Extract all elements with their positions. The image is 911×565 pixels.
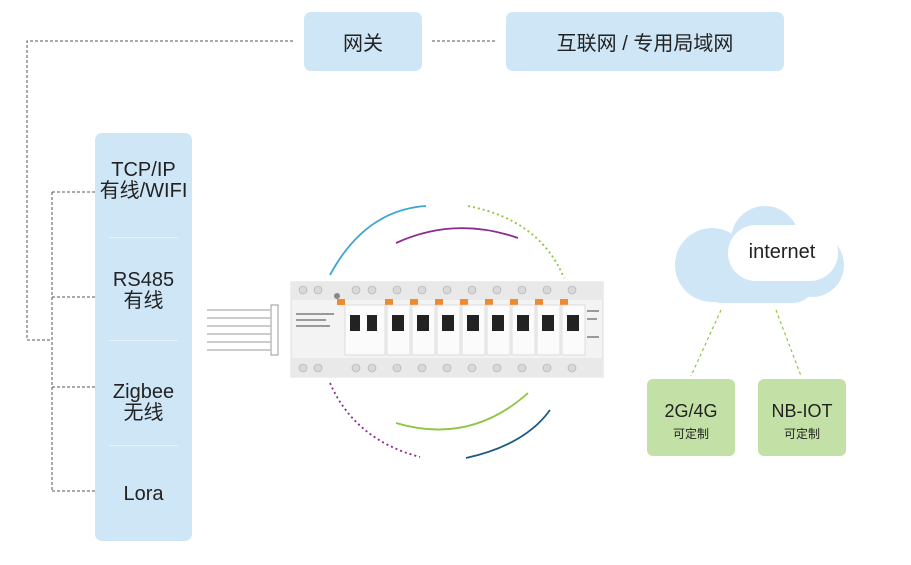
- protocol-divider: [109, 445, 178, 446]
- cellular-main-label: 2G/4G: [664, 401, 718, 421]
- protocol-item-lora: Lora: [95, 483, 192, 505]
- cloud-label: internet: [748, 241, 816, 263]
- cellular-box: 2G/4G 可定制: [647, 379, 735, 456]
- cellular-sub-label: 可定制: [672, 427, 709, 441]
- protocol-panel: TCP/IP 有线/WIFI RS485 有线 Zigbee 无线 Lora: [95, 133, 192, 541]
- protocol-main-label: RS485: [112, 269, 175, 291]
- protocol-item-rs485: RS485 有线: [95, 269, 192, 312]
- nbiot-box: NB-IOT 可定制: [758, 379, 846, 456]
- nbiot-sub-label: 可定制: [783, 427, 820, 441]
- protocol-main-label: Zigbee: [112, 381, 175, 403]
- gateway-box: 网关: [304, 12, 422, 71]
- protocol-main-label: Lora: [123, 483, 164, 505]
- gateway-label: 网关: [343, 33, 383, 55]
- gateway-connector-lines: [26, 40, 496, 492]
- device-connector-pins: [207, 304, 279, 356]
- protocol-sub-label: 无线: [123, 402, 164, 424]
- signal-arcs: [329, 205, 565, 459]
- protocol-item-zigbee: Zigbee 无线: [95, 381, 192, 424]
- cloud-inner-label-bg: [728, 225, 838, 281]
- network-box: 互联网 / 专用局域网: [506, 12, 784, 71]
- protocol-main-label: TCP/IP: [111, 159, 176, 181]
- cloud-links: [690, 309, 802, 377]
- protocol-divider: [109, 340, 178, 341]
- protocol-sub-label: 有线: [123, 290, 164, 312]
- protocol-sub-label: 有线/WIFI: [99, 180, 188, 202]
- breaker-device: [290, 281, 604, 378]
- network-label: 互联网 / 专用局域网: [556, 33, 734, 55]
- protocol-item-tcpip: TCP/IP 有线/WIFI: [95, 159, 192, 202]
- protocol-divider: [109, 237, 178, 238]
- nbiot-main-label: NB-IOT: [771, 401, 833, 421]
